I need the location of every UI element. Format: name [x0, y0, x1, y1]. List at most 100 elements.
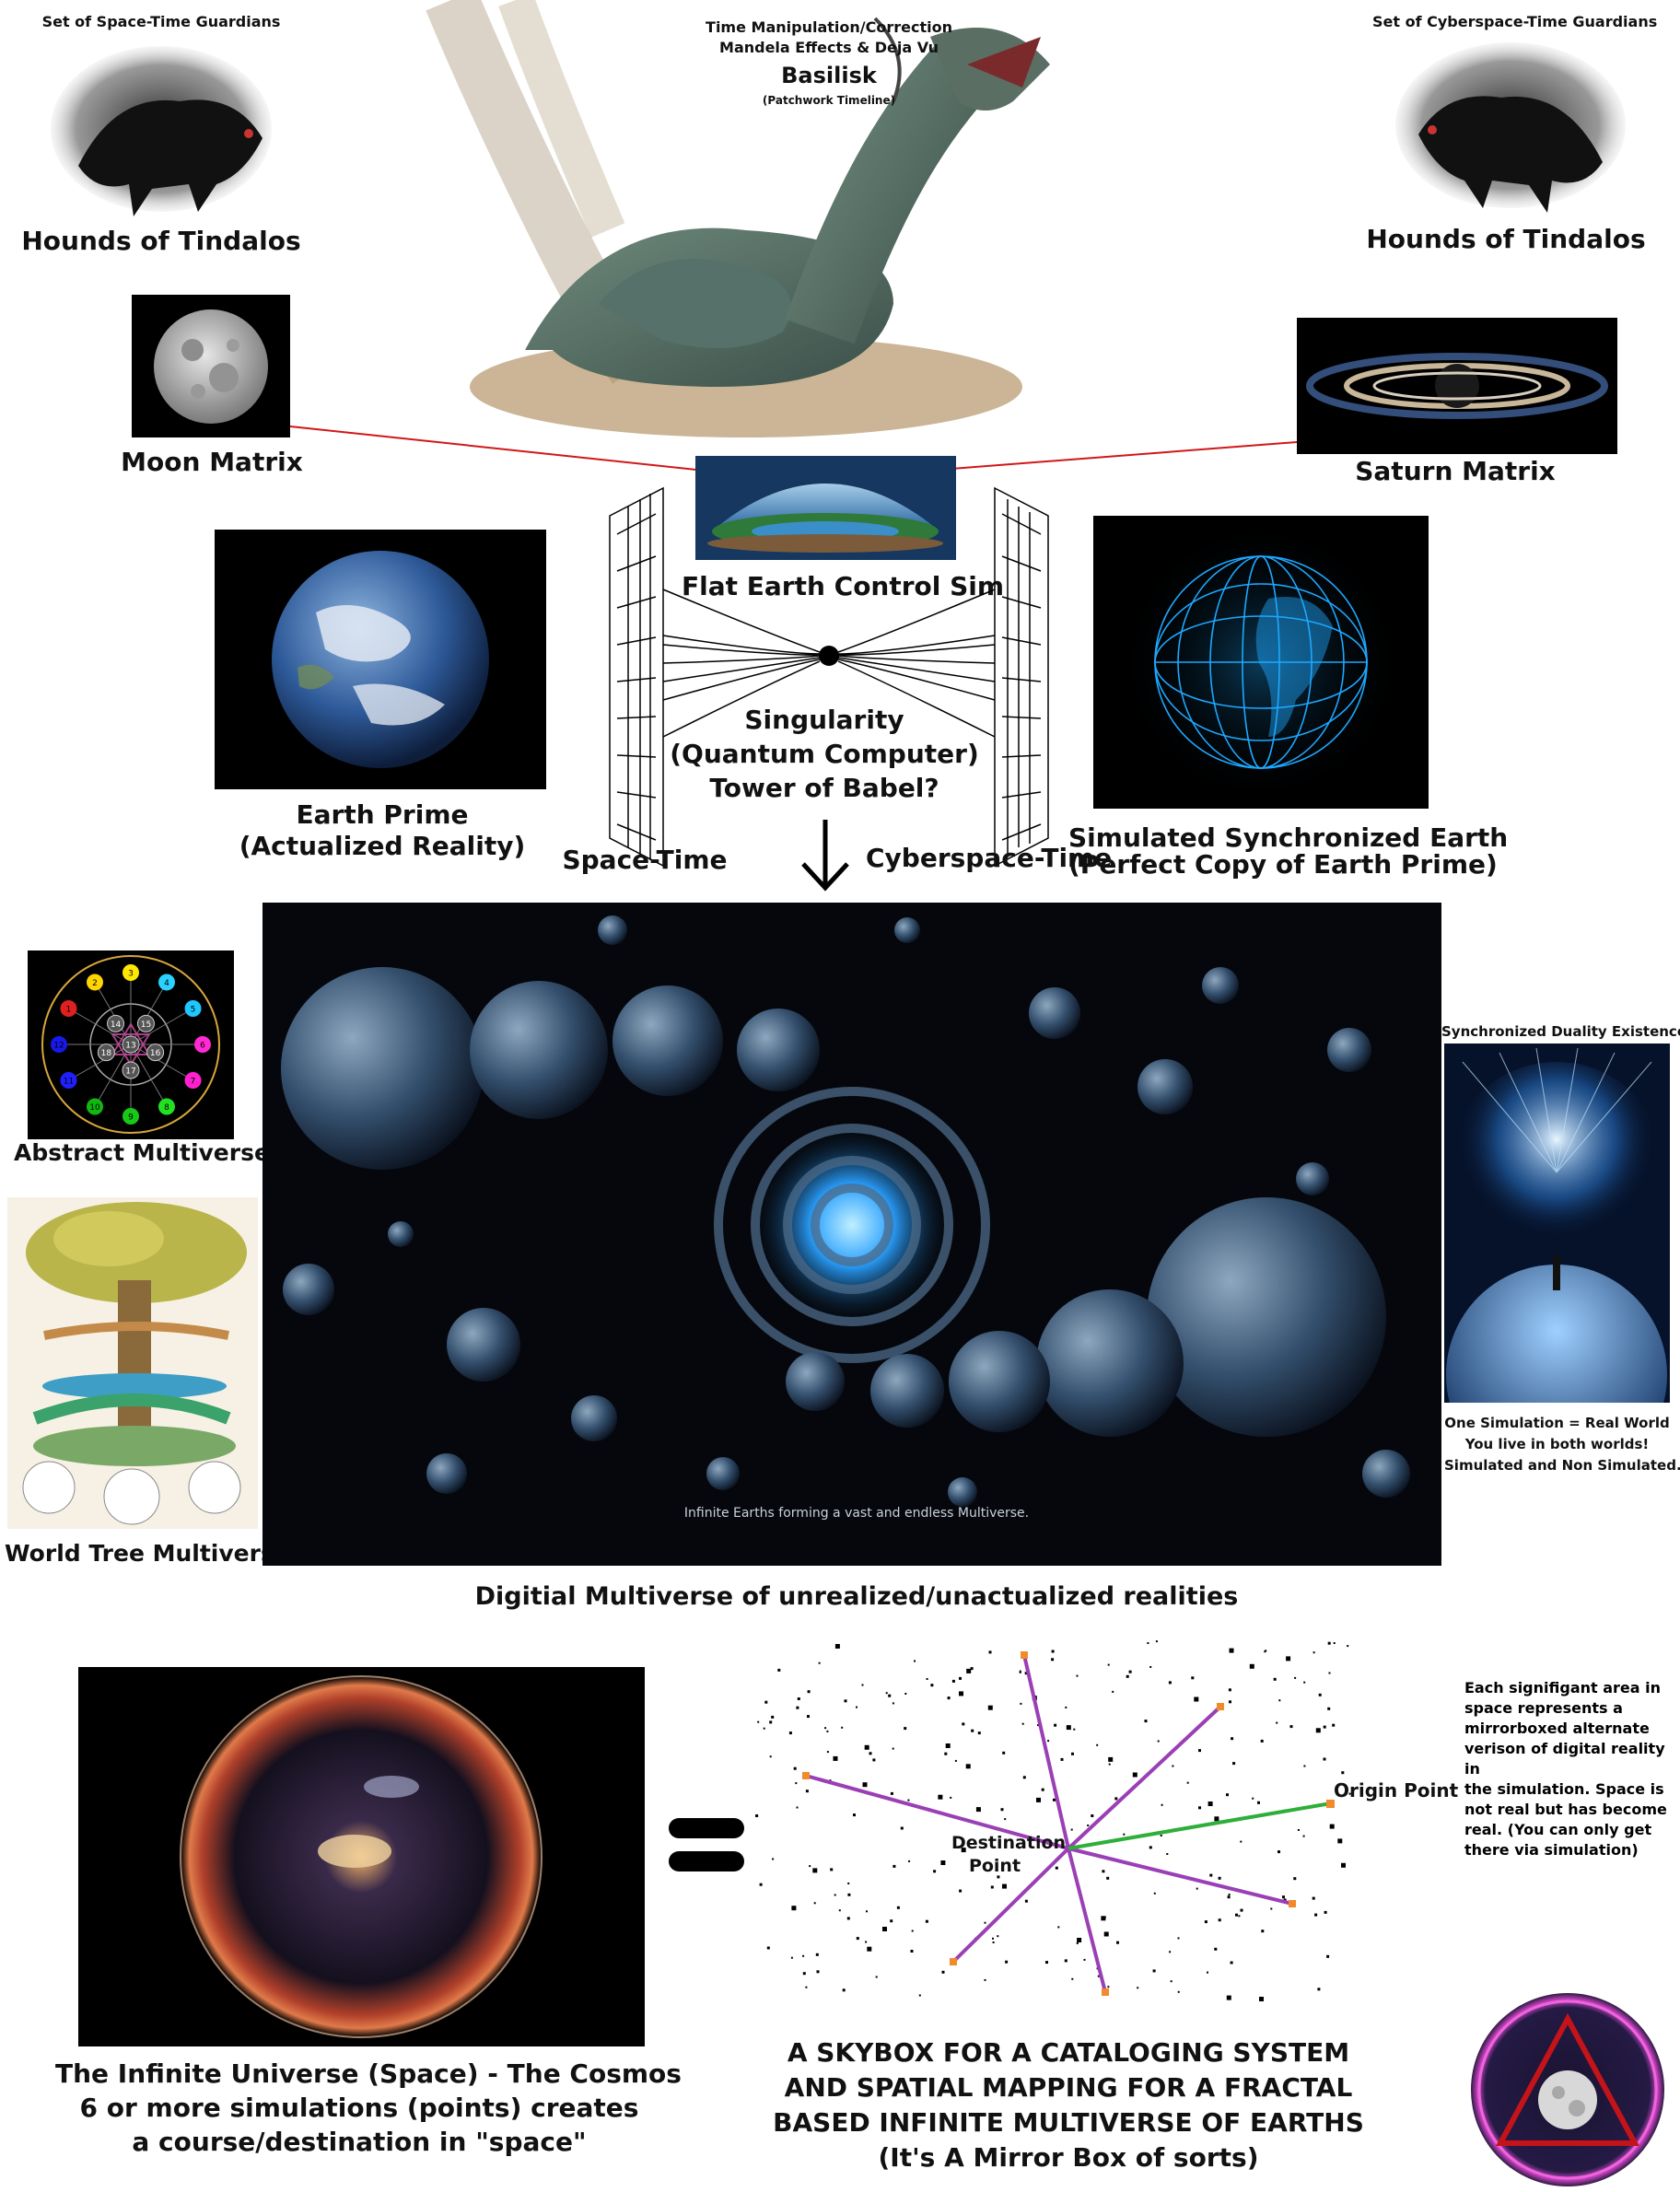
abstract-inner-label: 16: [150, 1049, 161, 1058]
star: [892, 1702, 894, 1705]
star: [1021, 1722, 1024, 1725]
star: [1161, 1803, 1163, 1806]
star: [766, 1946, 770, 1950]
cosmos-label-1: The Infinite Universe (Space) - The Cosm…: [55, 2058, 682, 2089]
star: [813, 1902, 816, 1905]
moon-matrix-label: Moon Matrix: [121, 447, 303, 477]
abstract-node: [122, 964, 139, 981]
note-line-4: verison of digital reality in: [1464, 1740, 1665, 1778]
star: [795, 1782, 798, 1785]
star: [1302, 1835, 1305, 1837]
star: [1238, 1915, 1241, 1918]
star: [1177, 1990, 1180, 1993]
star: [975, 1807, 981, 1813]
world-tree-image: [7, 1197, 258, 1529]
basilisk-image: [414, 0, 1068, 437]
abstract-node: [51, 1036, 67, 1053]
basilisk-label: Basilisk: [781, 63, 877, 88]
note-line-8: there via simulation): [1464, 1841, 1639, 1859]
star: [1071, 1752, 1074, 1755]
abstract-link: [94, 1044, 132, 1107]
abstract-link: [130, 1008, 193, 1045]
star: [1328, 1672, 1331, 1674]
duality-line-2: You live in both worlds!: [1464, 1436, 1650, 1452]
abstract-link: [68, 1008, 132, 1045]
star: [1149, 1846, 1152, 1849]
star: [791, 1906, 797, 1911]
star: [826, 1730, 829, 1732]
abstract-node: [60, 1072, 77, 1089]
star: [1096, 1743, 1099, 1746]
star: [772, 1858, 775, 1860]
star: [1341, 1771, 1345, 1775]
basilisk-sub1: Time Manipulation/Correction: [706, 18, 952, 36]
cosmos-image: [78, 1667, 645, 2046]
skybox-label-3: BASED INFINITE MULTIVERSE OF EARTHS: [773, 2107, 1364, 2138]
star: [971, 1729, 974, 1732]
star: [977, 1731, 981, 1735]
abstract-inner-node: [107, 1014, 125, 1032]
star: [1057, 1926, 1060, 1929]
star: [1315, 1728, 1321, 1733]
duality-line-1: One Simulation = Real World: [1444, 1415, 1670, 1431]
note-line-2: space represents a: [1464, 1699, 1623, 1717]
hound-right-image: [1382, 33, 1639, 217]
star: [1004, 1818, 1007, 1821]
actualized-reality-label: (Actualized Reality): [239, 831, 526, 861]
star: [888, 1694, 892, 1697]
star: [1232, 1762, 1236, 1766]
space-note: Each signifigant area in space represent…: [1464, 1678, 1676, 1860]
star: [1276, 1721, 1278, 1724]
star: [904, 1727, 907, 1731]
abstract-inner-node: [122, 1035, 140, 1054]
star: [815, 1953, 819, 1956]
star: [908, 1860, 911, 1862]
star: [954, 1759, 957, 1762]
point-5: [950, 1958, 957, 1965]
star: [1348, 1792, 1351, 1795]
star: [1333, 1642, 1336, 1644]
star: [984, 1978, 986, 1981]
star: [992, 1941, 995, 1943]
star: [1289, 1725, 1293, 1729]
multiverse-caption: Infinite Earths forming a vast and endle…: [683, 1506, 1030, 1521]
star: [914, 1660, 916, 1662]
star: [1230, 1961, 1233, 1965]
star: [1155, 1640, 1158, 1643]
star: [1278, 1699, 1281, 1702]
star: [1252, 1797, 1254, 1800]
star: [1168, 1681, 1172, 1685]
star: [1019, 1671, 1021, 1673]
abstract-inner-label: 18: [101, 1049, 112, 1058]
abstract-node-label: 8: [164, 1103, 169, 1113]
simulated-earth-image: [1093, 516, 1429, 809]
star: [987, 1705, 993, 1710]
star: [997, 1875, 1000, 1879]
star: [885, 1692, 888, 1695]
star: [844, 1699, 847, 1703]
star: [961, 1848, 966, 1853]
star: [1114, 1797, 1118, 1801]
duality-image: [1444, 1044, 1670, 1403]
star: [853, 1813, 856, 1817]
note-line-1: Each signifigant area in: [1464, 1679, 1662, 1696]
star: [941, 1970, 945, 1974]
star: [797, 1697, 800, 1700]
star: [1312, 1651, 1315, 1654]
point-6: [1102, 1988, 1109, 1996]
star: [1196, 1887, 1198, 1890]
star: [1286, 1656, 1291, 1661]
star: [1019, 1670, 1021, 1673]
star: [1326, 1954, 1330, 1958]
saturn-image: [1297, 318, 1617, 454]
star: [1051, 1650, 1055, 1653]
hounds-right-label: Hounds of Tindalos: [1366, 224, 1646, 254]
abstract-inner-label: 15: [141, 1020, 151, 1030]
abstract-node-label: 4: [164, 979, 169, 988]
star: [1226, 1995, 1231, 2000]
abstract-inner-node: [97, 1044, 115, 1062]
star: [1218, 1876, 1221, 1880]
wormhole-diagram: [609, 486, 1049, 868]
flat-earth-image: [695, 456, 956, 560]
star: [938, 1794, 943, 1800]
